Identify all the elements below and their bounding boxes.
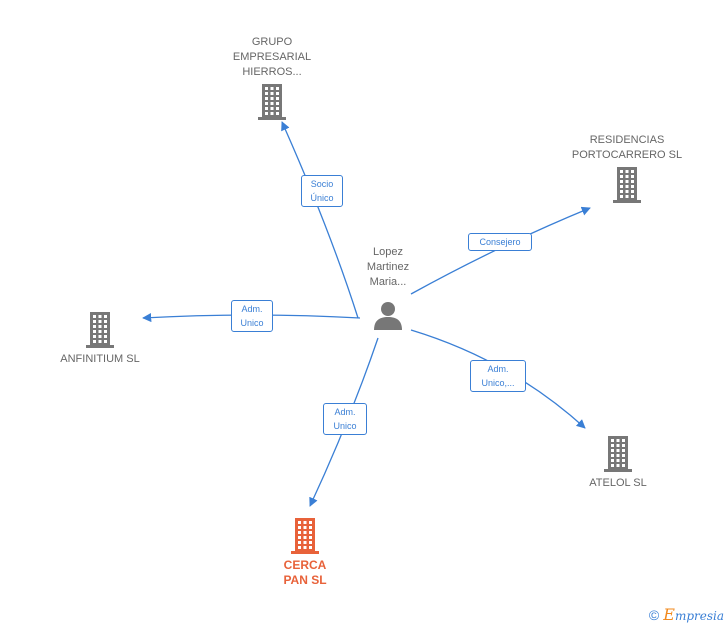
edge-label-socio-unico[interactable]: Socio Único (301, 175, 343, 207)
company-node-atelol[interactable]: ATELOL SL (570, 432, 666, 491)
company-name: ATELOL SL (589, 477, 647, 489)
company-node-grupo[interactable]: GRUPO EMPRESARIAL HIERROS... (214, 35, 330, 124)
building-icon (45, 312, 155, 348)
copyright-icon: © (648, 607, 660, 623)
company-name: GRUPO EMPRESARIAL HIERROS... (232, 36, 312, 78)
person-name: Lopez Martinez Maria... (366, 246, 410, 288)
company-name: CERCA PAN SL (283, 558, 327, 587)
edge-label-adm-unico-more[interactable]: Adm. Unico,... (470, 360, 526, 392)
company-name: ANFINITIUM SL (60, 353, 140, 365)
person-node[interactable]: Lopez Martinez Maria... (350, 245, 426, 330)
person-icon (374, 302, 402, 330)
building-icon (570, 436, 666, 472)
edge-label-adm-unico[interactable]: Adm. Unico (231, 300, 273, 332)
building-icon (214, 84, 330, 120)
footer-brand: ©Empresia (649, 605, 724, 624)
edge-residencias (410, 206, 591, 295)
company-node-residencias[interactable]: RESIDENCIAS PORTOCARRERO SL (560, 133, 694, 207)
brand-logo: Empresia (663, 605, 724, 624)
edge-grupo (281, 121, 359, 319)
company-name: RESIDENCIAS PORTOCARRERO SL (571, 134, 683, 161)
company-node-cerca[interactable]: CERCA PAN SL (262, 514, 348, 588)
building-icon (560, 167, 694, 203)
building-icon (262, 518, 348, 554)
company-node-anfinitium[interactable]: ANFINITIUM SL (45, 308, 155, 367)
edge-label-consejero[interactable]: Consejero (468, 233, 532, 251)
edge-label-adm-unico-cerca[interactable]: Adm. Unico (323, 403, 367, 435)
